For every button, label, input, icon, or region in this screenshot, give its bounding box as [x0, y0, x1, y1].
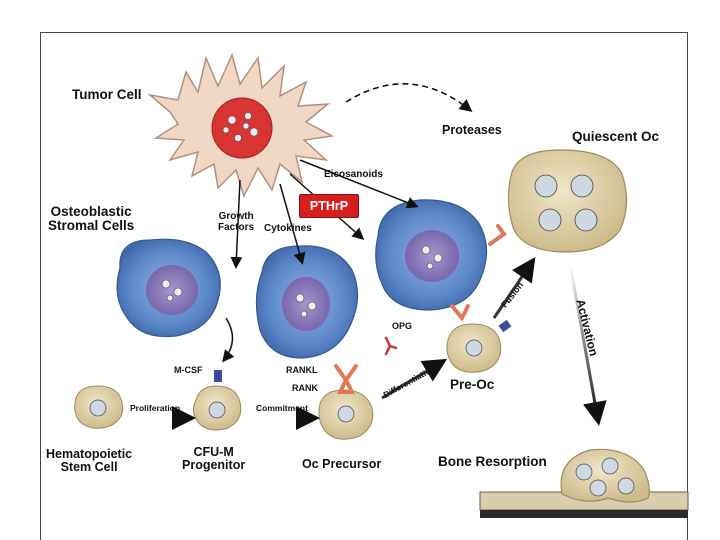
pre-oc-cell	[446, 319, 512, 373]
label-pthrp: PTHrP	[299, 194, 359, 218]
label-hematopoietic-stem-cell: Hematopoietic Stem Cell	[46, 447, 133, 475]
arrow-cytokines	[279, 183, 306, 265]
label-proteases: Proteases	[442, 123, 502, 137]
cfu-m-progenitor-cell	[192, 370, 242, 431]
arrow-eicosanoids	[299, 159, 419, 209]
arrow-fusion	[492, 257, 536, 319]
label-quiescent-oc: Quiescent Oc	[572, 129, 660, 144]
quiescent-oc-receptor	[488, 224, 507, 246]
arrow-tumor-to-proteases	[345, 83, 473, 112]
rankl-rank-receptor	[334, 364, 358, 394]
arrow-growth-factors	[230, 179, 243, 269]
oc-precursor-cell	[318, 389, 374, 440]
label-rank: RANK	[292, 383, 318, 393]
label-bone-resorption: Bone Resorption	[438, 454, 547, 469]
label-m-csf: M-CSF	[174, 365, 203, 375]
label-cfu-m-progenitor: CFU-M Progenitor	[182, 445, 246, 473]
osteoblastic-stromal-cell	[116, 238, 221, 338]
label-pre-oc: Pre-Oc	[450, 377, 495, 392]
arrow-differentiation	[381, 358, 448, 400]
pre-oc-receptor	[450, 304, 470, 322]
opg-molecule	[384, 336, 398, 356]
label-eicosanoids: Eicosanoids	[324, 169, 383, 180]
hematopoietic-stem-cell	[74, 385, 124, 429]
label-cytokines: Cytokines	[264, 223, 312, 234]
active-osteoclast	[560, 448, 650, 503]
label-tumor-cell: Tumor Cell	[72, 87, 142, 102]
pthrp-stimulated-stromal-cell	[375, 199, 488, 311]
label-commitment: Commitment	[256, 403, 308, 413]
arrow-stromal-to-m-csf	[222, 317, 235, 363]
quiescent-osteoclast	[507, 149, 628, 253]
label-rankl: RANKL	[286, 365, 318, 375]
arrow-activation	[568, 263, 607, 426]
label-opg: OPG	[392, 321, 413, 331]
tumor-nucleus-chromatin	[222, 112, 259, 142]
label-oc-precursor: Oc Precursor	[302, 457, 382, 471]
label-osteoblastic-stromal-cells: Osteoblastic Stromal Cells	[48, 204, 135, 234]
label-proliferation: Proliferation	[130, 403, 181, 413]
tumor-cell	[147, 52, 335, 199]
rankl-expressing-stromal-cell	[255, 245, 359, 359]
label-growth-factors: Growth Factors	[218, 211, 255, 233]
